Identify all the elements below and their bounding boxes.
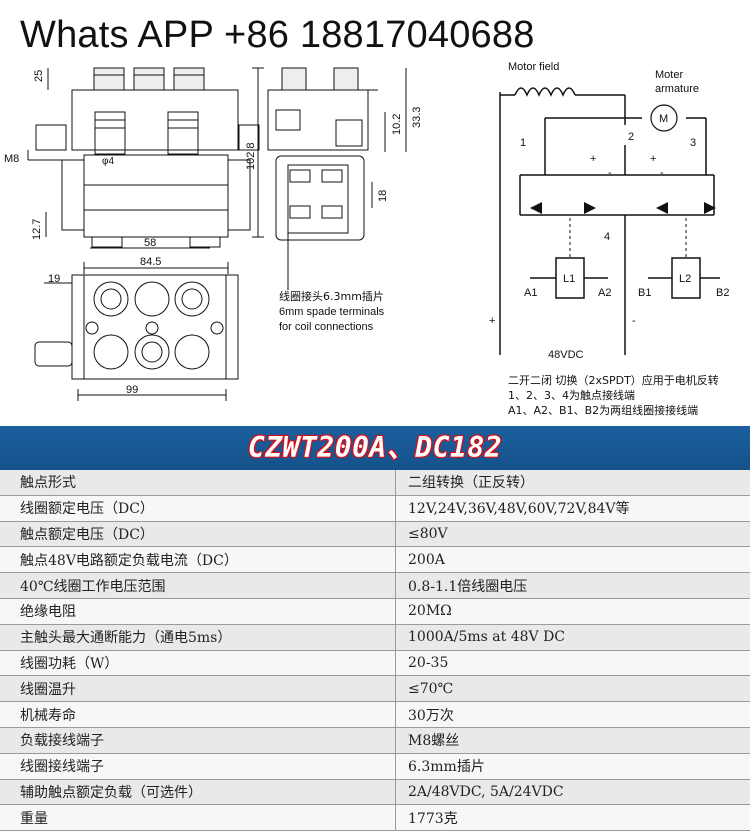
terminal-b2: B2 — [716, 287, 729, 299]
contact-4: 4 — [604, 231, 610, 243]
spec-value: 1000A/5ms at 48V DC — [395, 624, 750, 651]
spec-value: 6.3mm插片 — [395, 753, 750, 780]
spec-key: 重量 — [0, 804, 396, 831]
contact-text: Whats APP +86 18817040688 — [20, 14, 535, 56]
spec-key: 线圈接线端子 — [0, 753, 396, 780]
sign-3: + — [650, 153, 656, 165]
spec-value: 20MΩ — [395, 598, 750, 625]
supply-plus: + — [489, 315, 495, 327]
spec-key: 主触头最大通断能力（通电5ms） — [0, 624, 396, 651]
mechanical-drawing: 25 102.8 10.2 33.3 18 M8 12.7 58 84.5 19… — [4, 67, 423, 401]
coil-note-en-1: 6mm spade terminals — [279, 306, 385, 318]
spec-value: 0.8-1.1倍线圈电压 — [395, 572, 750, 599]
dim-33-3: 33.3 — [411, 107, 423, 128]
circuit-note-3: A1、A2、B1、B2为两组线圈接接线端 — [508, 403, 698, 417]
model-title-band: CZWT200A、DC182 — [0, 426, 750, 470]
spec-key: 绝缘电阻 — [0, 598, 396, 625]
armature-label-2: armature — [655, 83, 699, 95]
spec-value: 2A/48VDC, 5A/24VDC — [395, 779, 750, 806]
contact-2: 2 — [628, 131, 634, 143]
table-row: 触点形式二组转换（正反转） — [0, 470, 750, 496]
spec-value: 1773克 — [395, 804, 750, 831]
terminal-b1: B1 — [638, 287, 651, 299]
dim-phi4: φ4 — [102, 156, 114, 167]
circuit-note-2: 1、2、3、4为触点接线端 — [508, 388, 635, 402]
dim-19: 19 — [48, 273, 60, 285]
spec-key: 机械寿命 — [0, 701, 396, 728]
circuit-diagram: Motor field Moter armature M 1 2 3 4 + -… — [489, 61, 729, 417]
coil-l2: L2 — [679, 273, 691, 285]
spec-key: 线圈功耗（W） — [0, 650, 396, 677]
spec-value: M8螺丝 — [395, 727, 750, 754]
spec-key: 触点48V电路额定负载电流（DC） — [0, 546, 396, 574]
terminal-a2: A2 — [598, 287, 611, 299]
coil-note-en-2: for coil connections — [279, 321, 374, 333]
table-row: 主触头最大通断能力（通电5ms）1000A/5ms at 48V DC — [0, 624, 750, 651]
table-row: 线圈功耗（W）20-35 — [0, 650, 750, 677]
spec-value: ≤70℃ — [395, 675, 750, 703]
spec-value: 30万次 — [395, 701, 750, 728]
dim-18: 18 — [377, 190, 389, 202]
dim-12-7: 12.7 — [31, 219, 43, 240]
sign-4: - — [660, 167, 664, 179]
table-row: 触点48V电路额定负载电流（DC）200A — [0, 546, 750, 574]
supply-voltage: 48VDC — [548, 349, 584, 361]
table-row: 线圈温升≤70℃ — [0, 675, 750, 703]
spec-key: 负载接线端子 — [0, 727, 396, 754]
dim-102-8: 102.8 — [245, 142, 257, 170]
spec-key: 触点额定电压（DC） — [0, 521, 396, 548]
supply-minus: - — [632, 315, 636, 327]
circuit-note-1: 二开二闭 切换（2xSPDT）应用于电机反转 — [508, 373, 719, 387]
dim-10-2: 10.2 — [391, 114, 403, 135]
spec-key: 线圈额定电压（DC） — [0, 495, 396, 522]
armature-label-1: Moter — [655, 69, 683, 81]
spec-key: 触点形式 — [0, 470, 396, 496]
dim-25: 25 — [33, 70, 45, 82]
dim-99: 99 — [126, 384, 138, 396]
spec-value: ≤80V — [395, 521, 750, 548]
spec-key: 线圈温升 — [0, 675, 396, 703]
terminal-a1: A1 — [524, 287, 537, 299]
model-title: CZWT200A、DC182 — [247, 431, 503, 464]
sign-1: + — [590, 153, 596, 165]
motor-symbol: M — [659, 113, 668, 125]
table-row: 辅助触点额定负载（可选件）2A/48VDC, 5A/24VDC — [0, 779, 750, 806]
spec-key: 辅助触点额定负载（可选件） — [0, 779, 396, 806]
contact-1: 1 — [520, 137, 526, 149]
table-row: 触点额定电压（DC）≤80V — [0, 521, 750, 548]
coil-l1: L1 — [563, 273, 575, 285]
spec-value: 200A — [395, 546, 750, 574]
dim-84-5: 84.5 — [140, 256, 161, 268]
spec-value: 二组转换（正反转） — [395, 470, 750, 496]
sign-2: - — [608, 167, 612, 179]
spec-key: 40℃线圈工作电压范围 — [0, 572, 396, 599]
dim-58: 58 — [144, 237, 156, 249]
spec-value: 20-35 — [395, 650, 750, 677]
spec-table: 触点形式二组转换（正反转） 线圈额定电压（DC）12V,24V,36V,48V,… — [0, 470, 750, 831]
field-label: Motor field — [508, 61, 559, 73]
spec-value: 12V,24V,36V,48V,60V,72V,84V等 — [395, 495, 750, 522]
coil-note-cn: 线圈接头6.3mm插片 — [279, 289, 384, 303]
drawing-area: Whats APP +86 18817040688 — [4, 14, 730, 417]
dim-m8: M8 — [4, 153, 19, 165]
table-row: 线圈额定电压（DC）12V,24V,36V,48V,60V,72V,84V等 — [0, 495, 750, 522]
contact-3: 3 — [690, 137, 696, 149]
